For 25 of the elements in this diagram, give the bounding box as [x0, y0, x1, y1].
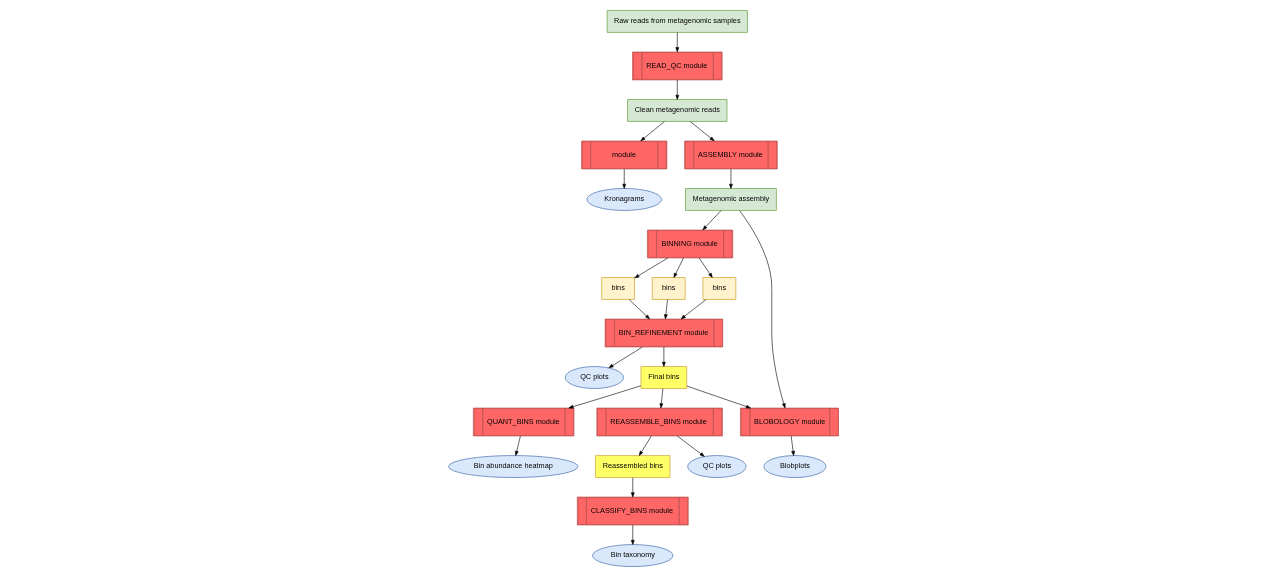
arrow [675, 32, 679, 53]
arrow [728, 168, 733, 189]
arrow [675, 79, 679, 100]
arrow [630, 477, 635, 498]
arrow [738, 210, 786, 409]
arrow [689, 121, 714, 142]
arrow [676, 435, 705, 457]
arrow [698, 257, 713, 278]
arrow [680, 299, 706, 320]
arrow [639, 121, 665, 142]
arrow [630, 524, 635, 545]
arrow [790, 435, 795, 456]
arrow [702, 210, 721, 231]
arrow [673, 257, 684, 278]
arrow [568, 385, 641, 409]
arrow [638, 435, 652, 456]
arrow [661, 346, 666, 367]
arrow [633, 257, 668, 279]
arrow [608, 346, 643, 369]
arrow [686, 385, 751, 409]
arrow [514, 435, 521, 456]
arrow [628, 299, 650, 320]
arrow [659, 388, 663, 409]
arrow [621, 168, 626, 189]
arrow [663, 299, 668, 320]
